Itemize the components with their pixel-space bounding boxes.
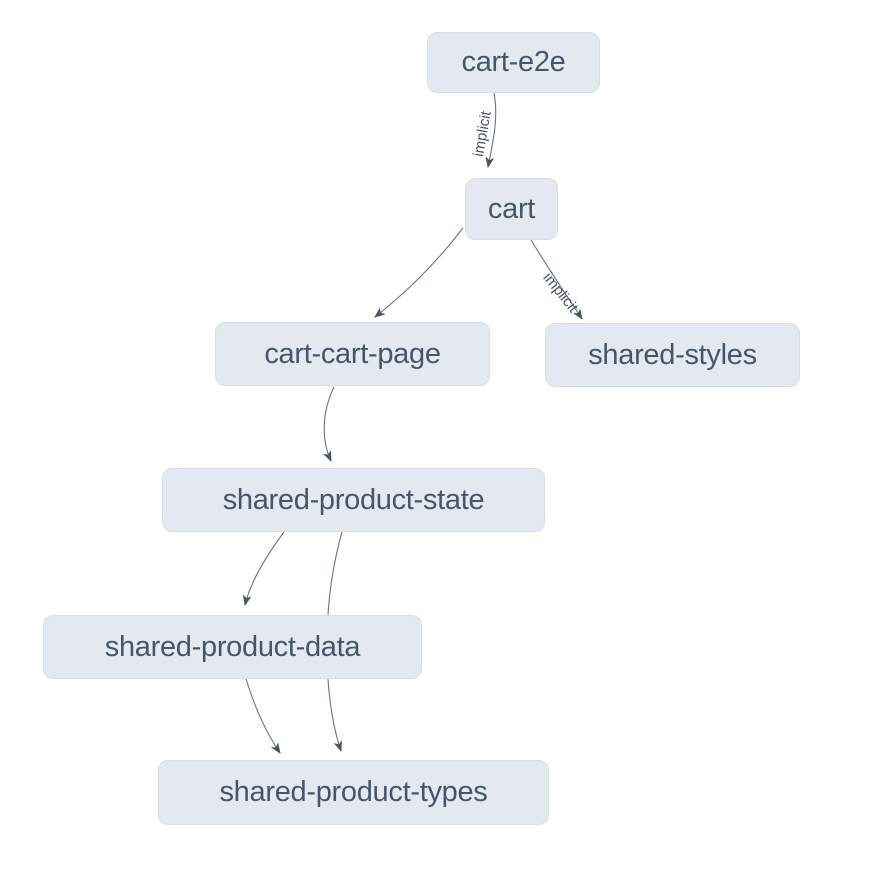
node-shared-product-data[interactable]: shared-product-data bbox=[43, 615, 422, 679]
node-shared-product-types[interactable]: shared-product-types bbox=[158, 760, 549, 825]
node-shared-styles[interactable]: shared-styles bbox=[545, 323, 800, 387]
node-label-cart: cart bbox=[487, 192, 536, 225]
node-label-shared-product-data: shared-product-data bbox=[104, 630, 361, 663]
edge-shared-product-state-to-shared-product-data bbox=[242, 531, 285, 607]
edge-cart-to-shared-styles bbox=[530, 239, 583, 320]
edge-cart-to-cart-cart-page bbox=[374, 227, 464, 318]
node-cart-e2e[interactable]: cart-e2e bbox=[427, 32, 600, 93]
node-cart-cart-page[interactable]: cart-cart-page bbox=[215, 322, 490, 386]
edge-label-cart-to-shared-styles: implicit bbox=[539, 270, 582, 317]
node-label-shared-product-state: shared-product-state bbox=[222, 483, 485, 516]
edge-cart-cart-page-to-shared-product-state bbox=[322, 386, 335, 463]
node-label-shared-product-types: shared-product-types bbox=[219, 776, 488, 808]
node-shared-product-state[interactable]: shared-product-state bbox=[162, 468, 545, 532]
edge-cart-e2e-to-cart bbox=[485, 92, 497, 169]
node-label-cart-e2e: cart-e2e bbox=[461, 46, 566, 78]
node-label-shared-styles: shared-styles bbox=[588, 338, 757, 371]
node-cart[interactable]: cart bbox=[465, 178, 558, 240]
node-label-cart-cart-page: cart-cart-page bbox=[264, 337, 441, 370]
edge-shared-product-data-to-shared-product-types bbox=[245, 678, 281, 754]
